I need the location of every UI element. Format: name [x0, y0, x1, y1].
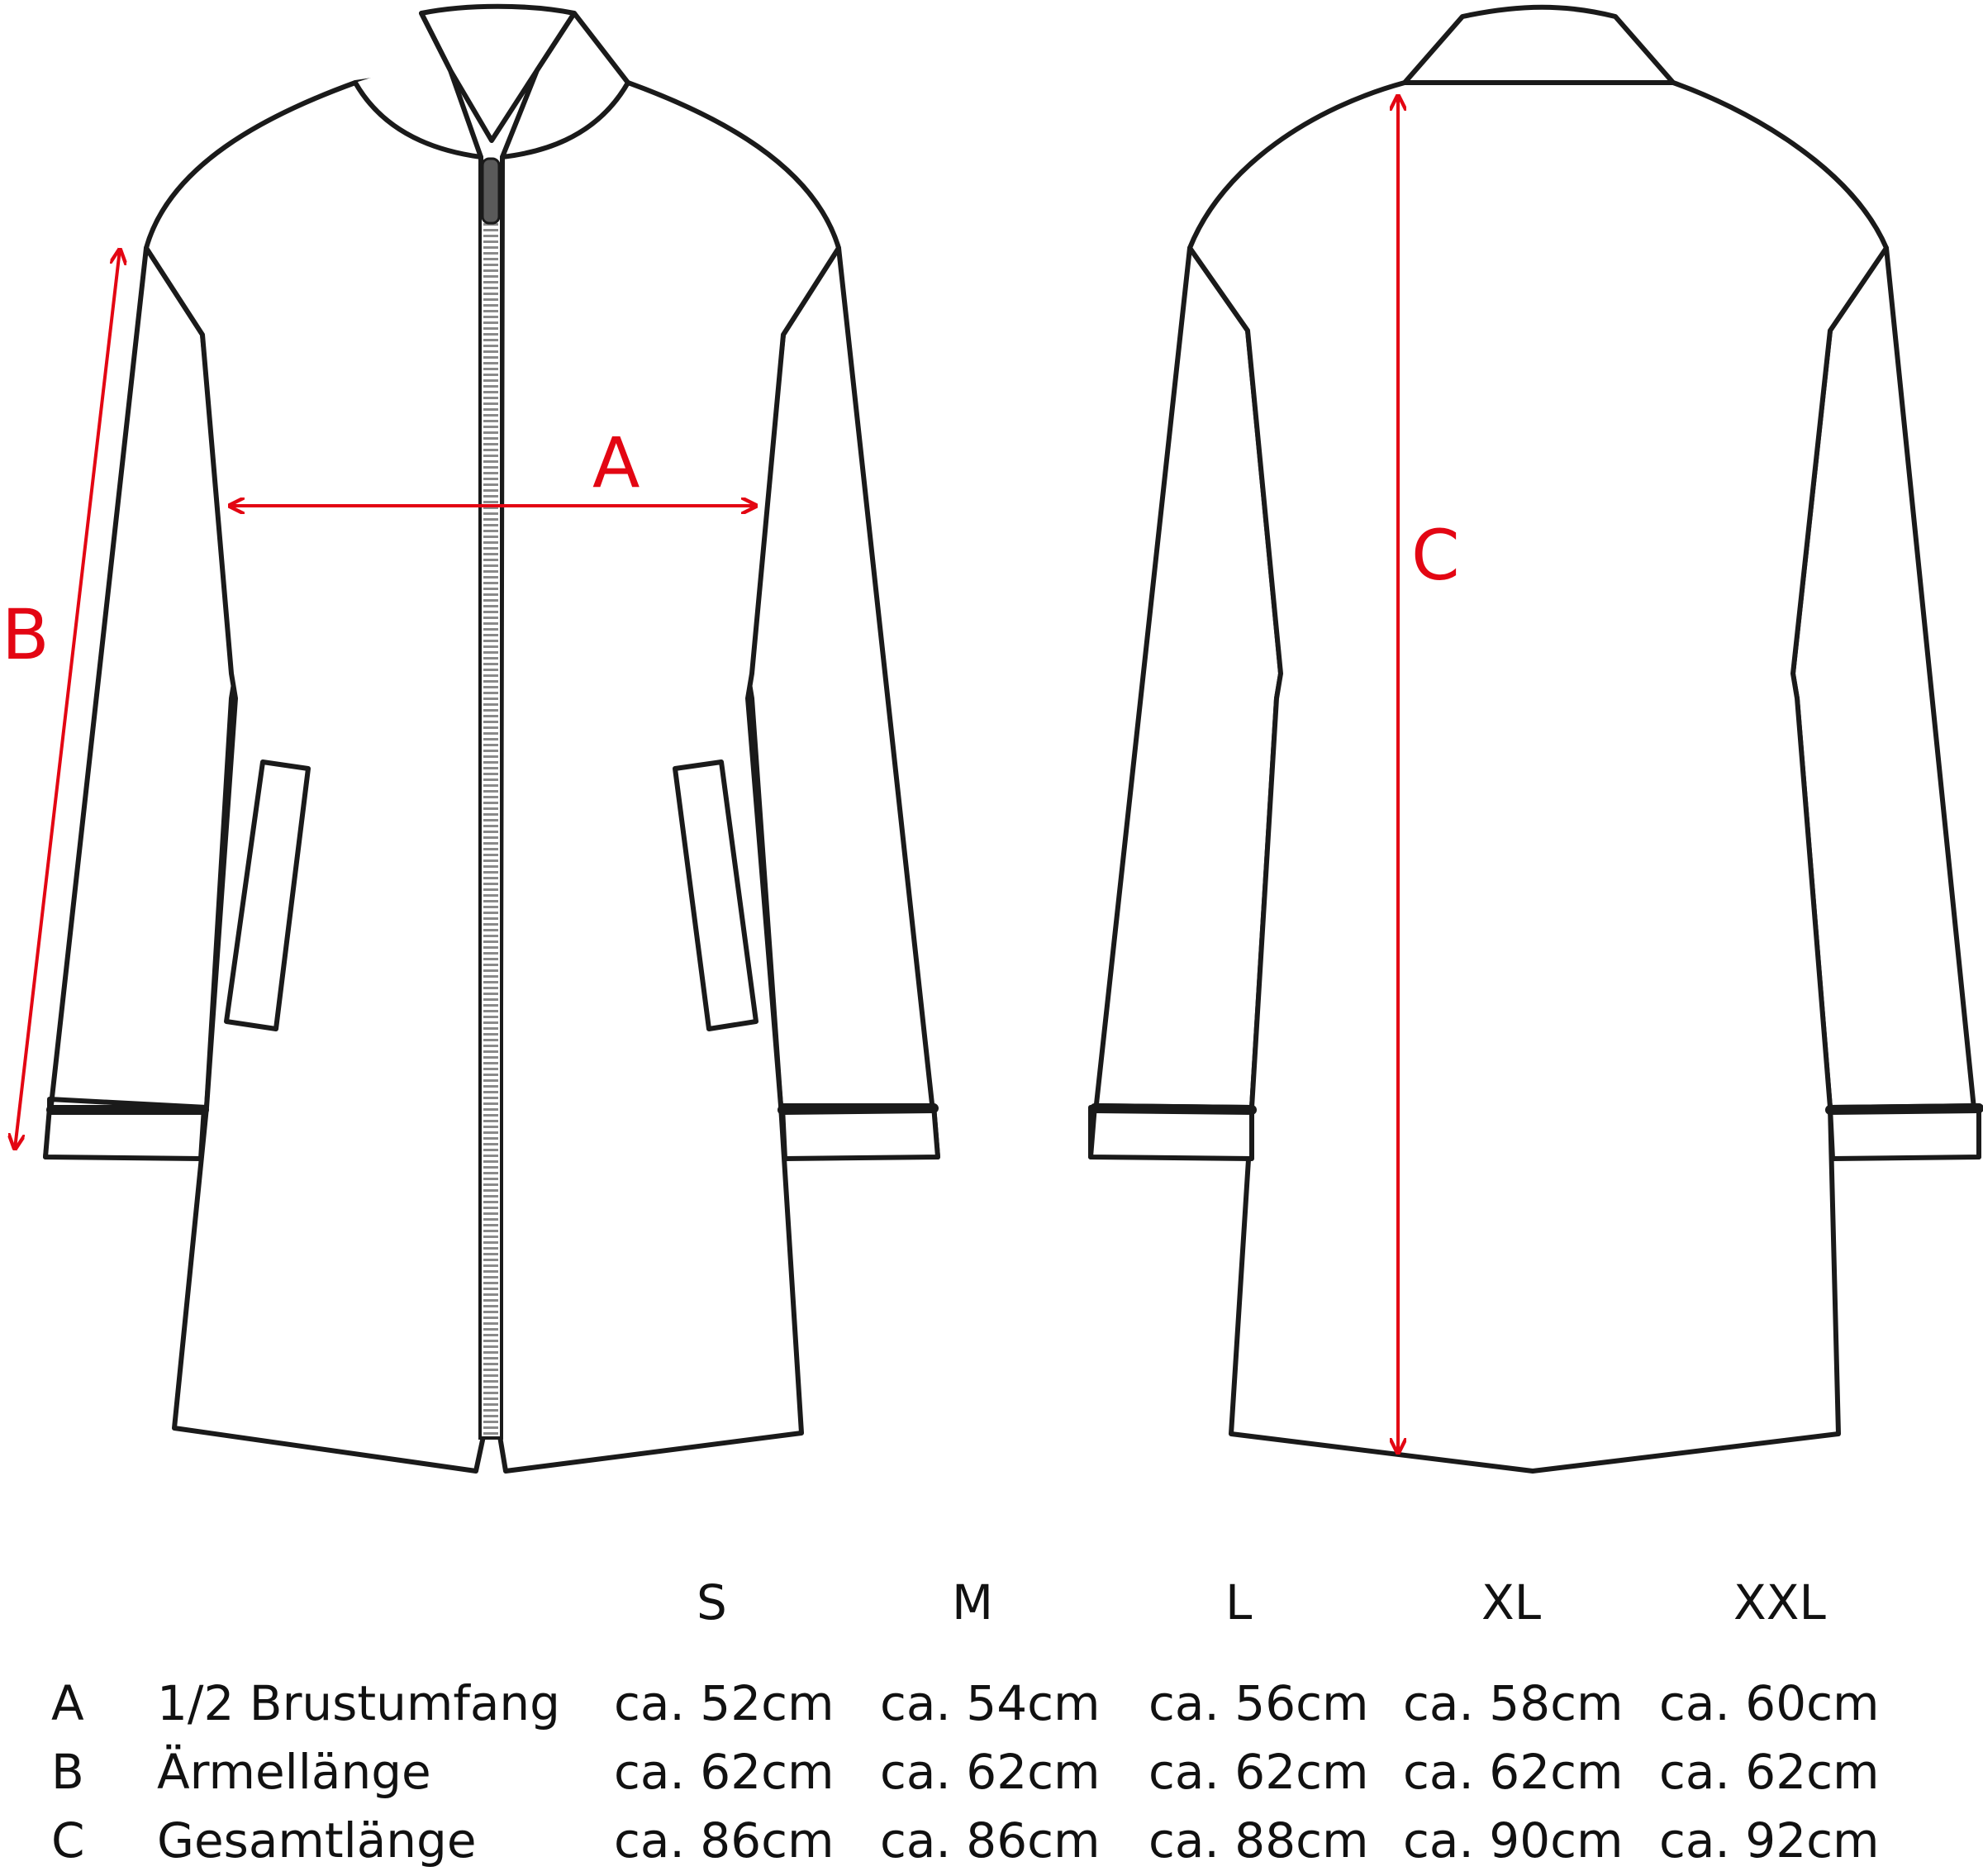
row-c-name: Gesamtlänge [157, 1812, 477, 1869]
front-left-cuff [43, 1105, 207, 1161]
row-c-key: C [51, 1812, 85, 1869]
row-c-value-s: ca. 86cm [614, 1812, 835, 1869]
measure-line-b [15, 250, 120, 1149]
row-a-value-xxl: ca. 60cm [1659, 1675, 1880, 1731]
measure-label-a: A [592, 422, 640, 503]
size-header-s: S [697, 1574, 727, 1631]
row-b-key: B [51, 1744, 84, 1800]
row-c-value-xl: ca. 90cm [1403, 1812, 1624, 1869]
measure-label-c: C [1411, 515, 1460, 596]
size-table: S M L XL XXL A 1/2 Brustumfang ca. 52cm … [0, 1554, 1983, 1876]
front-right-body [497, 70, 841, 1474]
size-header-xl: XL [1481, 1574, 1542, 1631]
row-a-name: 1/2 Brustumfang [157, 1675, 560, 1731]
front-collar [353, 3, 630, 160]
front-left-body [144, 70, 486, 1474]
measure-label-b: B [2, 594, 50, 675]
row-b-value-l: ca. 62cm [1148, 1744, 1369, 1800]
back-body [1187, 80, 1889, 1474]
size-header-m: M [952, 1574, 994, 1631]
row-b-value-s: ca. 62cm [614, 1744, 835, 1800]
front-zipper [478, 157, 503, 1440]
row-a-value-s: ca. 52cm [614, 1675, 835, 1731]
row-a-value-xl: ca. 58cm [1403, 1675, 1624, 1731]
row-a-key: A [51, 1675, 84, 1731]
measure-lines [15, 96, 1398, 1453]
row-b-value-xl: ca. 62cm [1403, 1744, 1624, 1800]
size-header-l: L [1225, 1574, 1253, 1631]
coat-technical-drawing [0, 3, 1983, 1474]
row-c-value-l: ca. 88cm [1148, 1812, 1369, 1869]
row-c-value-m: ca. 86cm [880, 1812, 1101, 1869]
row-b-value-xxl: ca. 62cm [1659, 1744, 1880, 1800]
back-collar [1402, 4, 1676, 85]
row-b-name: Ärmellänge [157, 1744, 431, 1800]
coat-front-view [43, 3, 940, 1474]
coat-back-view [1088, 4, 1983, 1474]
front-right-pocket [673, 759, 758, 1031]
row-a-value-l: ca. 56cm [1148, 1675, 1369, 1731]
row-a-value-m: ca. 54cm [880, 1675, 1101, 1731]
row-c-value-xxl: ca. 92cm [1659, 1812, 1880, 1869]
row-b-value-m: ca. 62cm [880, 1744, 1101, 1800]
size-header-xxl: XXL [1733, 1574, 1826, 1631]
front-left-pocket [224, 759, 311, 1031]
